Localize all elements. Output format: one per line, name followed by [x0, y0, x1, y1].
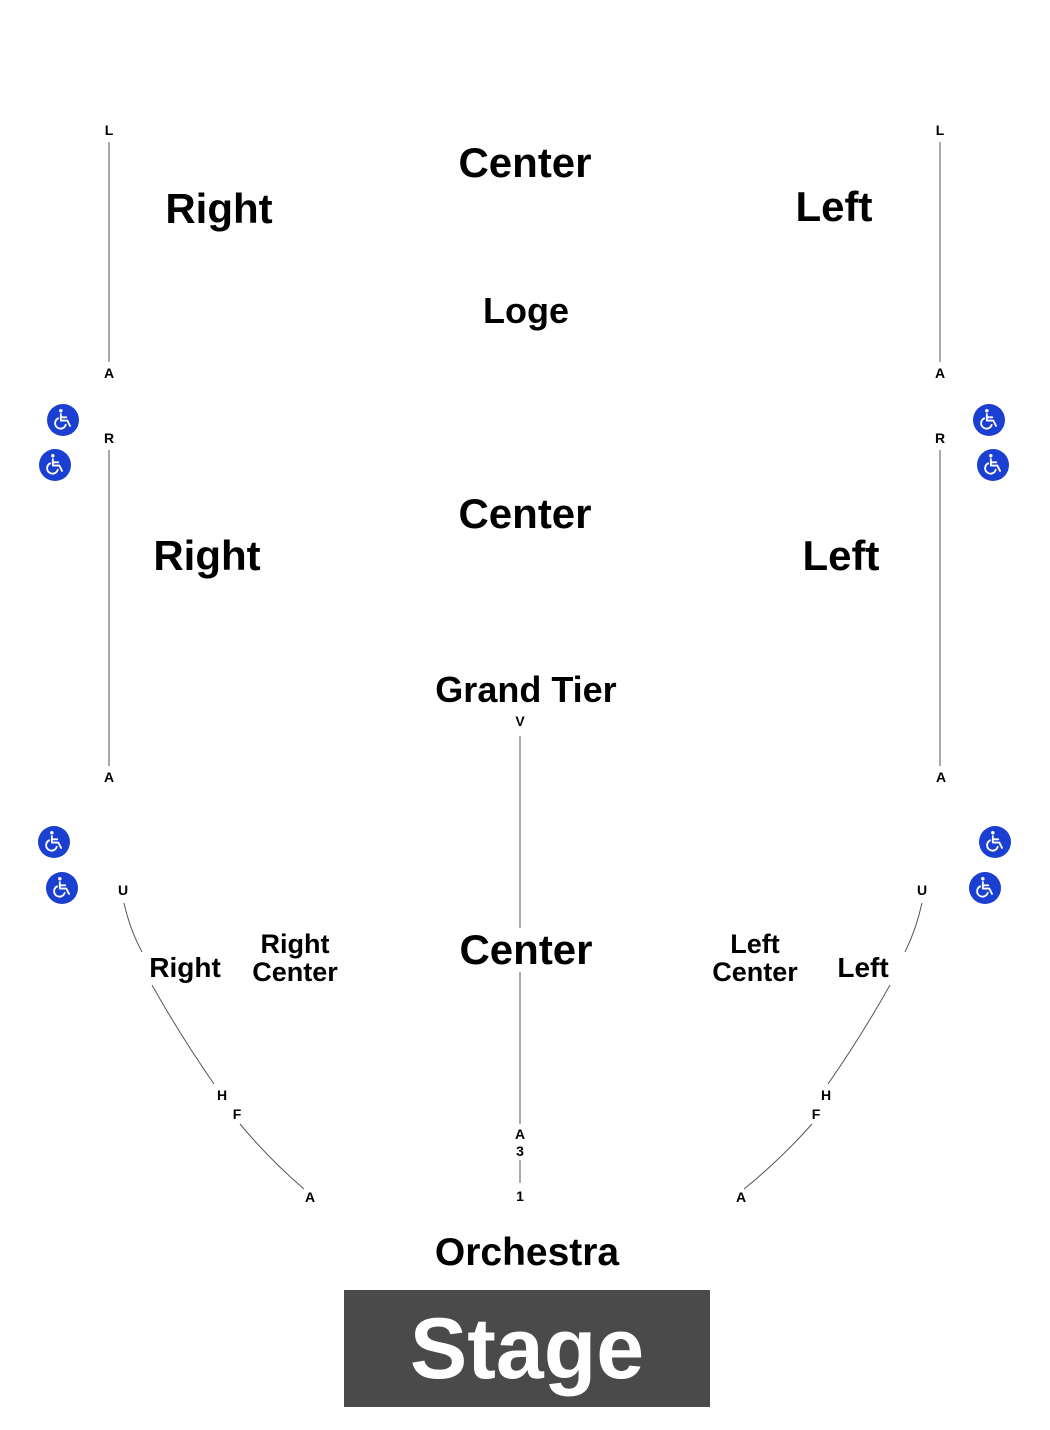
orchestra-right-center-label-line1: Right: [260, 929, 330, 959]
orchestra-center-row-top: V: [515, 713, 525, 729]
grand-tier-right-row-bottom: A: [103, 769, 115, 785]
orchestra-center-section[interactable]: Center: [459, 926, 593, 973]
orchestra-level-title: Orchestra: [434, 1231, 620, 1274]
loge-right-row-bottom: A: [103, 365, 115, 381]
wheelchair-icon: [39, 449, 71, 481]
grand-tier-right-section[interactable]: Right: [153, 532, 261, 579]
orchestra-left-row-f: F: [811, 1106, 821, 1122]
grand-tier-left-row-bottom: A: [935, 769, 947, 785]
loge-level-title: Loge: [483, 290, 569, 331]
grand-tier-right-row-top: R: [103, 430, 115, 446]
orchestra-right-curve-middle: [151, 984, 215, 1085]
wheelchair-icon: [973, 404, 1005, 436]
orchestra-center-seat-1: 1: [516, 1188, 524, 1204]
orchestra-center-row-a: A: [514, 1126, 526, 1142]
loge-left-row-bottom: A: [934, 365, 946, 381]
orchestra-right-row-u: U: [117, 882, 129, 898]
wheelchair-icon: [46, 872, 78, 904]
wheelchair-icon: [979, 826, 1011, 858]
wheelchair-icon: [977, 449, 1009, 481]
orchestra-left-section[interactable]: Left: [837, 952, 889, 983]
loge-right-row-top: L: [104, 122, 114, 138]
wheelchair-icon: [38, 826, 70, 858]
orchestra-left-row-a: A: [735, 1189, 747, 1205]
loge-left-section[interactable]: Left: [795, 183, 873, 230]
orchestra-right-row-a: A: [304, 1189, 316, 1205]
orchestra-left-center-label-line2: Center: [712, 957, 798, 987]
orchestra-right-row-h: H: [216, 1087, 228, 1103]
orchestra-left-curve-middle: [827, 984, 891, 1085]
orchestra-left-center-section[interactable]: Left Center: [712, 930, 798, 986]
wheelchair-icon: [47, 404, 79, 436]
loge-right-section[interactable]: Right: [165, 185, 273, 232]
stage-label: Stage: [409, 1300, 645, 1397]
orchestra-left-center-label-line1: Left: [730, 929, 780, 959]
orchestra-right-center-section[interactable]: Right Center: [252, 930, 338, 986]
grand-tier-center-section[interactable]: Center: [458, 490, 592, 537]
orchestra-left-row-h: H: [820, 1087, 832, 1103]
wheelchair-icon: [969, 872, 1001, 904]
loge-center-section[interactable]: Center: [458, 139, 592, 186]
grand-tier-left-section[interactable]: Left: [802, 532, 880, 579]
orchestra-left-curve-lower: [743, 1123, 813, 1190]
orchestra-right-curve-lower: [239, 1123, 305, 1190]
orchestra-right-row-f: F: [232, 1106, 242, 1122]
orchestra-right-center-label-line2: Center: [252, 957, 338, 987]
orchestra-left-row-u: U: [916, 882, 928, 898]
orchestra-left-curve-upper: [904, 902, 923, 953]
stage: Stage: [344, 1290, 710, 1407]
loge-left-row-top: L: [935, 122, 945, 138]
orchestra-right-section[interactable]: Right: [149, 952, 221, 983]
grand-tier-left-row-top: R: [934, 430, 946, 446]
grand-tier-level-title: Grand Tier: [435, 669, 617, 710]
orchestra-center-seat-3: 3: [516, 1143, 524, 1159]
orchestra-right-curve-upper: [123, 902, 143, 953]
